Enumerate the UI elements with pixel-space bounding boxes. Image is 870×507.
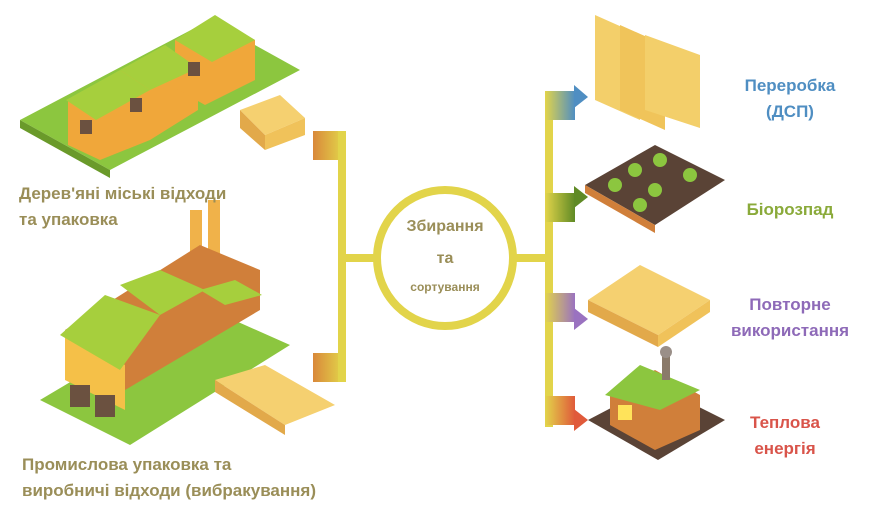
source-label-line: Дерев'яні міські відходи <box>19 184 227 203</box>
output-label-line: (ДСП) <box>766 102 814 121</box>
output-label-line: Переробка <box>744 76 836 95</box>
output-label-heat: Теплова енергія <box>715 410 855 462</box>
houses-illustration <box>20 15 300 178</box>
heated-house-illustration <box>588 346 725 460</box>
output-label-line: Біорозпад <box>746 200 834 219</box>
output-label-line: енергія <box>754 439 816 458</box>
source-label-line: виробничі відходи (вибракування) <box>22 481 316 500</box>
center-title: Збирання <box>406 218 484 235</box>
source-label-municipal: Дерев'яні міські відходи та упаковка <box>19 181 226 233</box>
center-conjunction: та <box>436 250 454 267</box>
pallet-illustration-source <box>215 365 335 435</box>
factory-illustration <box>40 200 290 445</box>
collection-circle <box>373 186 517 330</box>
center-subtitle: сортування <box>410 280 480 294</box>
output-label-line: Теплова <box>750 413 820 432</box>
output-label-biodegradation: Біорозпад <box>720 197 860 223</box>
output-label-recycling: Переробка (ДСП) <box>720 73 860 125</box>
pallet-illustration-reuse <box>588 265 710 347</box>
output-label-reuse: Повторне використання <box>715 292 865 344</box>
compost-illustration <box>585 145 725 233</box>
source-connector <box>313 131 376 382</box>
crate-illustration <box>240 95 305 150</box>
source-label-industrial: Промислова упаковка та виробничі відходи… <box>22 452 316 504</box>
source-label-line: та упаковка <box>19 210 118 229</box>
source-label-line: Промислова упаковка та <box>22 455 232 474</box>
output-connector <box>514 85 588 431</box>
output-label-line: Повторне <box>749 295 831 314</box>
particleboard-illustration <box>595 15 700 130</box>
output-label-line: використання <box>730 321 850 340</box>
